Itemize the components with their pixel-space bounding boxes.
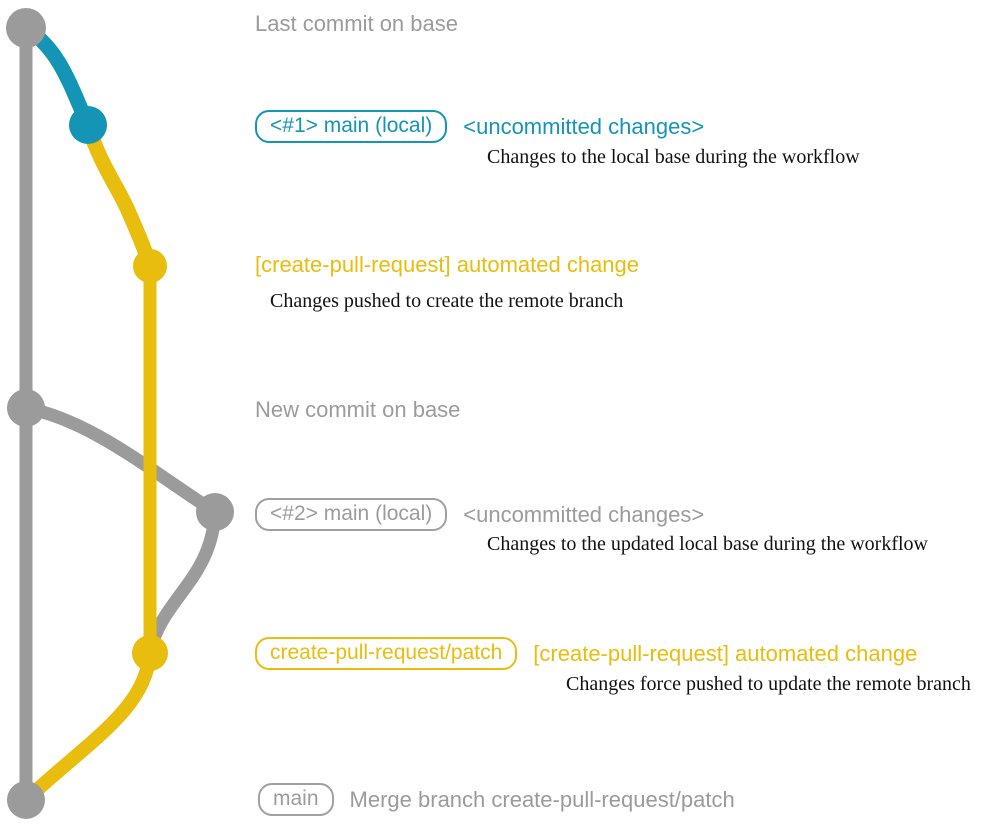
commit-subject: New commit on base [255, 397, 461, 422]
commit-row-last-commit-on-base: Last commit on base [255, 13, 458, 35]
remote-branch-line-top [80, 117, 158, 274]
commit-description-local-2: Changes to the updated local base during… [487, 533, 928, 555]
remote-branch-to-merge-line [19, 646, 157, 807]
commit-subject: Merge branch create-pull-request/patch [349, 786, 735, 812]
commit-subject: <uncommitted changes> [463, 501, 705, 527]
ref-badge-main[interactable]: main [258, 783, 334, 816]
local2-to-patch-line [143, 505, 222, 660]
ref-badge-main-local-2[interactable]: <#2> main (local) [255, 498, 448, 531]
commit-subject: <uncommitted changes> [463, 113, 705, 139]
commit-row-local-2: <#2> main (local) <uncommitted changes> [255, 498, 704, 531]
commit-node-local-2[interactable] [196, 493, 234, 531]
base-to-local2-line [19, 401, 222, 519]
commit-row-new-commit-on-base: New commit on base [255, 399, 460, 421]
commit-description-automated-change-2: Changes force pushed to update the remot… [566, 673, 971, 695]
ref-badge-main-local-1[interactable]: <#1> main (local) [255, 110, 448, 143]
commit-description-automated-change-1: Changes pushed to create the remote bran… [270, 290, 624, 312]
ref-badge-create-pull-request-patch[interactable]: create-pull-request/patch [255, 637, 518, 670]
commit-row-local-1: <#1> main (local) <uncommitted changes> [255, 110, 704, 143]
commit-row-merge: main Merge branch create-pull-request/pa… [258, 783, 735, 816]
commit-node-merge[interactable] [7, 781, 45, 819]
commit-subject: [create-pull-request] automated change [533, 640, 918, 666]
commit-node-new-commit-on-base[interactable] [7, 389, 45, 427]
commit-description-local-1: Changes to the local base during the wor… [487, 146, 860, 168]
commit-node-local-1[interactable] [69, 106, 107, 144]
commit-node-automated-change-1[interactable] [133, 249, 167, 283]
commit-row-automated-change-1: [create-pull-request] automated change [255, 254, 639, 276]
commit-subject: [create-pull-request] automated change [255, 252, 640, 277]
commit-row-automated-change-2: create-pull-request/patch [create-pull-r… [255, 637, 917, 670]
commit-node-last-commit-on-base[interactable] [6, 8, 46, 48]
commit-node-automated-change-2[interactable] [132, 635, 168, 671]
commit-subject: Last commit on base [255, 11, 458, 36]
